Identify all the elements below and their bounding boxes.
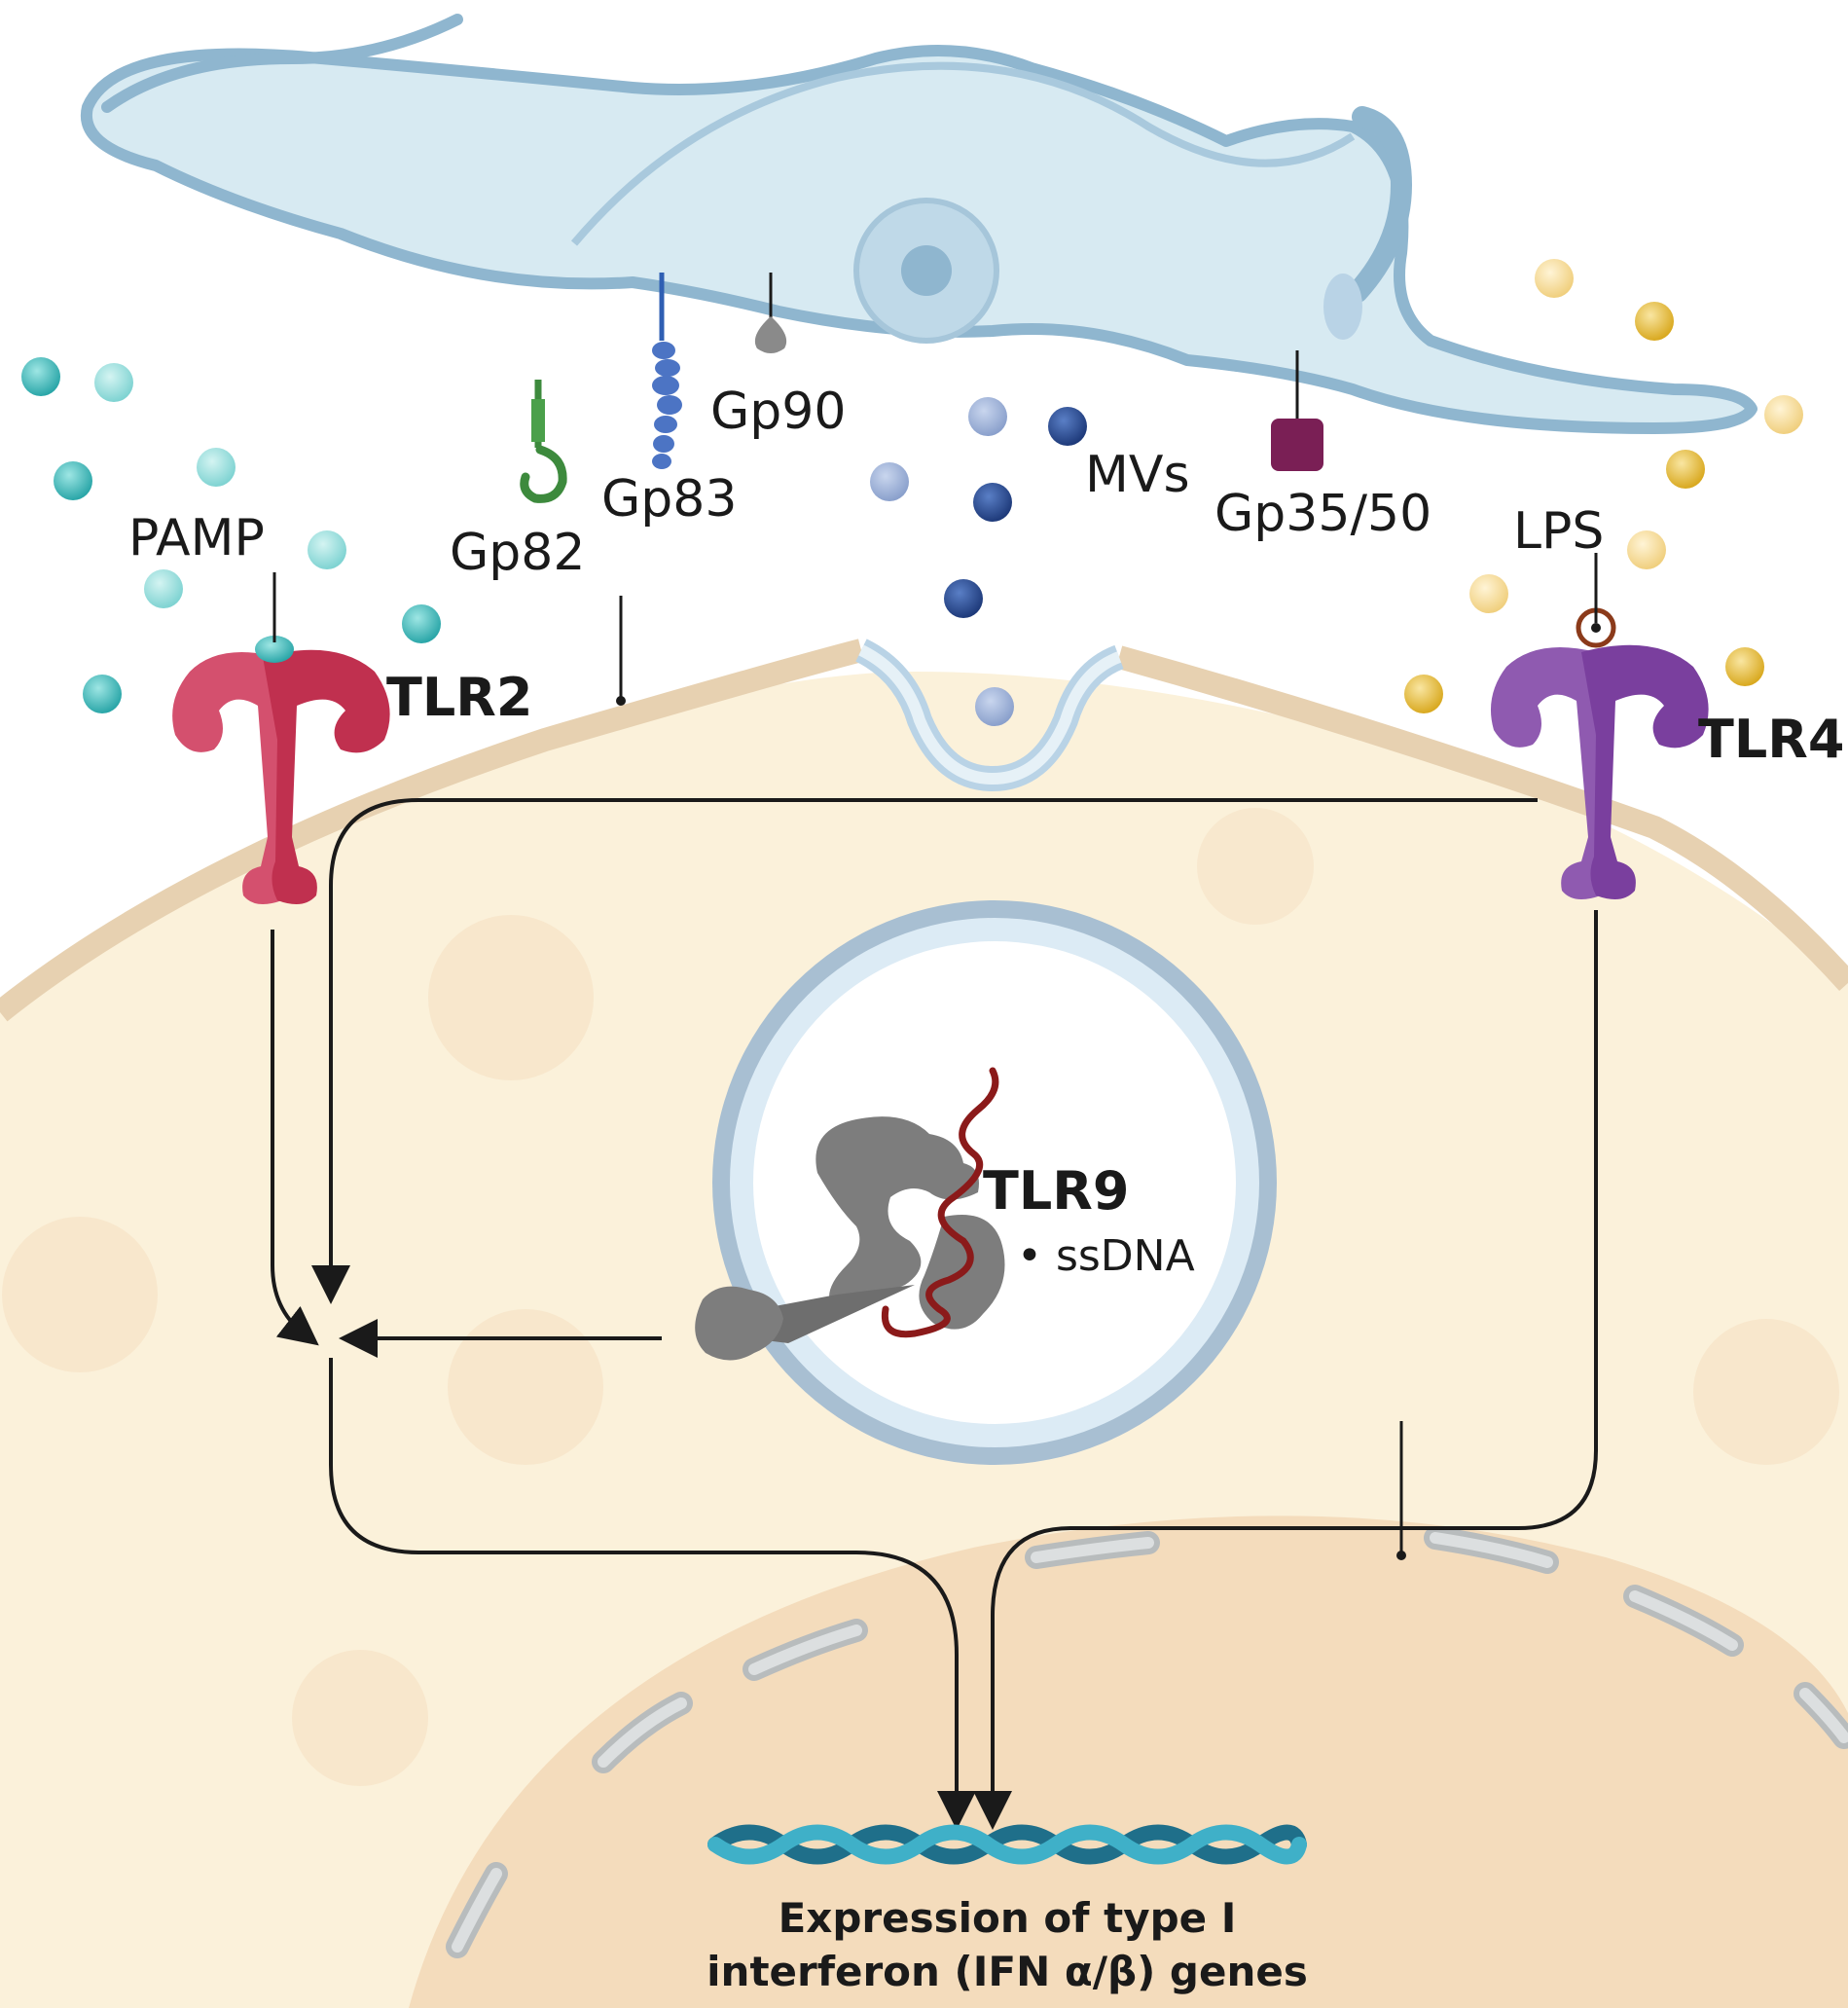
gp90-glycoprotein xyxy=(754,273,787,353)
mv-particle xyxy=(944,579,983,618)
lps-particle xyxy=(1627,530,1666,569)
lps-particle xyxy=(1404,675,1443,713)
gp90-label: Gp90 xyxy=(710,383,846,441)
cytoplasm-granule xyxy=(428,915,594,1080)
ssdna-label: • ssDNA xyxy=(1017,1231,1195,1281)
pamp-label: PAMP xyxy=(128,509,265,567)
lps-particle xyxy=(1725,647,1764,686)
pamp-particle xyxy=(197,448,236,487)
parasite xyxy=(80,14,1757,434)
cytoplasm-granule xyxy=(448,1309,603,1465)
pamp-particle xyxy=(83,675,122,713)
tlr2-receptor xyxy=(172,636,390,904)
nucleus xyxy=(409,1515,1848,2008)
nuclear-envelope-inner xyxy=(452,1532,1848,1953)
arrow-tlr2-to-node xyxy=(271,930,319,1346)
arrow-tlr4-to-genes xyxy=(973,910,1598,1830)
cytoplasm-granule xyxy=(1197,808,1314,925)
flagellum xyxy=(101,14,463,113)
endocytic-pit-inner xyxy=(858,644,1122,785)
gp83-glycoprotein xyxy=(652,273,682,469)
gp35-50-label: Gp35/50 xyxy=(1214,485,1431,543)
lps-particle xyxy=(1764,395,1803,434)
endosome xyxy=(712,900,1277,1465)
tlr2-label: TLR2 xyxy=(386,667,532,728)
kinetoplast xyxy=(1323,274,1362,340)
signaling-arrows xyxy=(271,798,1598,1830)
arrow-tlr4-loop-to-node xyxy=(311,798,1538,1304)
pamp-particle xyxy=(402,604,441,643)
mvs-label: MVs xyxy=(1085,446,1190,504)
lps-particle xyxy=(1469,574,1508,613)
cytoplasm-granule xyxy=(292,1650,428,1786)
gp82-glycoprotein xyxy=(520,380,567,503)
mv-particle xyxy=(968,397,1007,436)
cytoplasm-granule xyxy=(1693,1319,1839,1465)
lps-label: LPS xyxy=(1513,502,1604,561)
tlr9-label: TLR9 xyxy=(983,1160,1129,1222)
tlr9-receptor xyxy=(695,1116,1005,1361)
gp83-label: Gp83 xyxy=(601,470,737,529)
lps-particles xyxy=(1404,259,1803,713)
parasite-nucleolus xyxy=(901,245,952,296)
pamp-particle xyxy=(54,461,92,500)
flagellum-tail xyxy=(1347,106,1413,303)
mv-particle xyxy=(1048,407,1087,446)
gp82-label: Gp82 xyxy=(450,524,585,582)
mv-particle xyxy=(973,483,1012,522)
mv-particle xyxy=(870,462,909,501)
pamp-particle xyxy=(308,530,346,569)
pamp-particle xyxy=(94,363,133,402)
cytoplasm-granule xyxy=(2,1217,158,1372)
mv-particle xyxy=(975,687,1014,726)
dna-double-helix xyxy=(707,1824,1307,1865)
undulating-membrane xyxy=(570,61,1356,246)
arrow-node-to-genes xyxy=(329,1358,976,1830)
caption-line-2: interferon (IFN α/β) genes xyxy=(707,1948,1308,1995)
caption-line-1: Expression of type I xyxy=(779,1894,1237,1942)
pamp-particle xyxy=(144,569,183,608)
lps-particle xyxy=(1635,302,1674,341)
pamp-particle xyxy=(21,357,60,396)
lps-particle xyxy=(1666,450,1705,489)
tlr4-label: TLR4 xyxy=(1698,709,1844,770)
ssdna-strand xyxy=(881,1067,999,1338)
lps-particle xyxy=(1535,259,1574,298)
leader-lines xyxy=(616,596,1406,1560)
pamp-particles xyxy=(21,357,441,713)
gp35-50-glycoprotein xyxy=(1271,350,1323,471)
microvesicles xyxy=(870,397,1087,726)
